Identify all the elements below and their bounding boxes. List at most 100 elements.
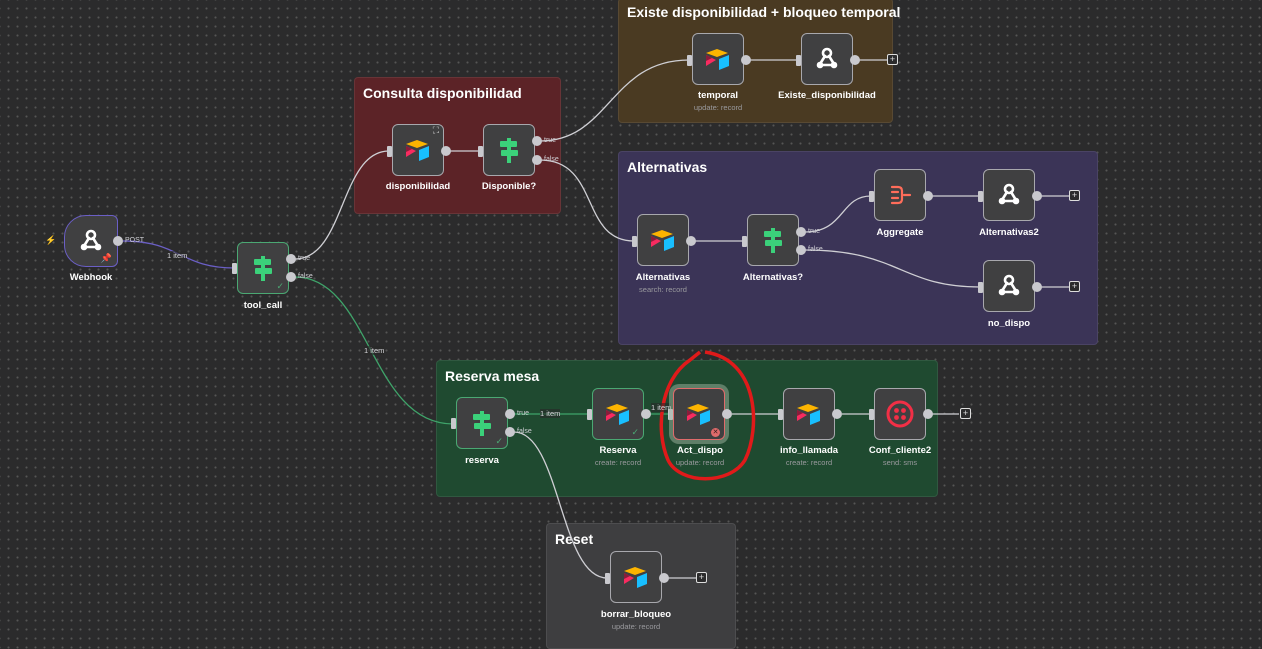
input-port[interactable] bbox=[796, 55, 801, 66]
add-node-button[interactable]: + bbox=[696, 572, 707, 583]
output-port[interactable] bbox=[722, 409, 732, 419]
node-label: no_dispo bbox=[987, 318, 1031, 329]
trigger-bolt-icon: ⚡ bbox=[45, 235, 57, 245]
output-port[interactable] bbox=[659, 573, 669, 583]
input-port[interactable] bbox=[232, 263, 237, 274]
airtable-icon bbox=[606, 404, 629, 425]
group-title: Alternativas bbox=[627, 159, 708, 175]
input-port[interactable] bbox=[869, 409, 874, 420]
node-label: Disponible? bbox=[481, 181, 537, 192]
node-reserva[interactable]: ✓ bbox=[592, 388, 644, 440]
twilio-icon bbox=[886, 400, 914, 428]
input-port[interactable] bbox=[869, 191, 874, 202]
output-port[interactable] bbox=[850, 55, 860, 65]
input-port[interactable] bbox=[387, 146, 392, 157]
node-aggregate[interactable] bbox=[874, 169, 926, 221]
output-port-false[interactable] bbox=[796, 245, 806, 255]
edge-label: 1 item bbox=[364, 346, 385, 355]
output-port-false[interactable] bbox=[505, 427, 515, 437]
node-label: tool_call bbox=[243, 300, 283, 311]
if-signpost-icon bbox=[500, 138, 518, 163]
node-label: Conf_cliente2 bbox=[868, 445, 932, 456]
node-webhook[interactable]: 📌 bbox=[64, 215, 118, 267]
node-label: temporal bbox=[697, 90, 739, 101]
node-act-dispo[interactable]: ✕ bbox=[673, 388, 725, 440]
input-port[interactable] bbox=[687, 55, 692, 66]
node-alternativas-q[interactable] bbox=[747, 214, 799, 266]
output-port[interactable] bbox=[441, 146, 451, 156]
add-node-button[interactable]: + bbox=[1069, 281, 1080, 292]
input-port[interactable] bbox=[478, 146, 483, 157]
red-annotation-circle bbox=[659, 350, 756, 481]
node-subtitle: create: record bbox=[594, 458, 642, 467]
node-info-llamada[interactable] bbox=[783, 388, 835, 440]
output-port[interactable] bbox=[923, 409, 933, 419]
node-disponibilidad[interactable]: ⛶ bbox=[392, 124, 444, 176]
input-port[interactable] bbox=[605, 573, 610, 584]
pin-icon: 📌 bbox=[100, 253, 112, 263]
node-label: disponibilidad bbox=[385, 181, 451, 192]
group-title: Existe disponibilidad + bloqueo temporal bbox=[627, 4, 901, 20]
node-alternativas2[interactable] bbox=[983, 169, 1035, 221]
input-port[interactable] bbox=[742, 236, 747, 247]
output-port[interactable] bbox=[741, 55, 751, 65]
airtable-icon bbox=[624, 567, 647, 588]
node-temporal[interactable] bbox=[692, 33, 744, 85]
focus-icon[interactable]: ⛶ bbox=[432, 125, 439, 135]
input-port[interactable] bbox=[668, 409, 673, 420]
input-port[interactable] bbox=[978, 191, 983, 202]
output-port[interactable] bbox=[1032, 191, 1042, 201]
edge-label: 1 item bbox=[651, 403, 672, 412]
node-alternativas[interactable] bbox=[637, 214, 689, 266]
port-label-post: POST bbox=[125, 237, 145, 244]
node-label: Alternativas? bbox=[742, 272, 804, 283]
input-port[interactable] bbox=[451, 418, 456, 429]
edge-label: 1 item bbox=[540, 409, 561, 418]
output-port[interactable] bbox=[832, 409, 842, 419]
add-node-button[interactable]: + bbox=[1069, 190, 1080, 201]
node-existe-disponibilidad[interactable] bbox=[801, 33, 853, 85]
node-subtitle: search: record bbox=[639, 285, 687, 294]
output-port-false[interactable] bbox=[286, 272, 296, 282]
node-subtitle: send: sms bbox=[882, 458, 918, 467]
add-node-button[interactable]: + bbox=[960, 408, 971, 419]
node-reserva-if[interactable]: ✓ bbox=[456, 397, 508, 449]
node-conf-cliente2[interactable] bbox=[874, 388, 926, 440]
output-port[interactable] bbox=[686, 236, 696, 246]
node-no-dispo[interactable] bbox=[983, 260, 1035, 312]
node-label: info_llamada bbox=[779, 445, 839, 456]
edge-disponible-temporal bbox=[539, 59, 690, 142]
output-port[interactable] bbox=[641, 409, 651, 419]
edge-reservaif-borrar bbox=[513, 431, 608, 579]
output-port-true[interactable] bbox=[286, 254, 296, 264]
port-label-true: true bbox=[517, 410, 530, 417]
group-title: Consulta disponibilidad bbox=[363, 85, 522, 101]
node-subtitle: update: record bbox=[693, 103, 743, 112]
port-label-true: true bbox=[544, 137, 557, 144]
node-label: Reserva bbox=[599, 445, 637, 456]
node-borrar-bloqueo[interactable] bbox=[610, 551, 662, 603]
output-port-true[interactable] bbox=[532, 136, 542, 146]
output-port[interactable] bbox=[1032, 282, 1042, 292]
input-port[interactable] bbox=[778, 409, 783, 420]
input-port[interactable] bbox=[632, 236, 637, 247]
check-icon: ✓ bbox=[631, 427, 639, 437]
output-port-true[interactable] bbox=[796, 227, 806, 237]
output-port-true[interactable] bbox=[505, 409, 515, 419]
edge-altq-aggregate bbox=[804, 195, 872, 233]
node-disponible[interactable] bbox=[483, 124, 535, 176]
input-port[interactable] bbox=[978, 282, 983, 293]
group-title: Reserva mesa bbox=[445, 368, 540, 384]
port-label-true: true bbox=[298, 255, 311, 262]
port-label-false: false bbox=[517, 428, 532, 435]
output-port-false[interactable] bbox=[532, 155, 542, 165]
node-tool-call[interactable]: ✓ bbox=[237, 242, 289, 294]
output-port[interactable] bbox=[923, 191, 933, 201]
node-subtitle: update: record bbox=[675, 458, 725, 467]
input-port[interactable] bbox=[587, 409, 592, 420]
webhook-icon bbox=[80, 229, 102, 251]
check-icon: ✓ bbox=[276, 281, 284, 291]
add-node-button[interactable]: + bbox=[887, 54, 898, 65]
edge-label: 1 item bbox=[167, 251, 188, 260]
output-port[interactable] bbox=[113, 236, 123, 246]
